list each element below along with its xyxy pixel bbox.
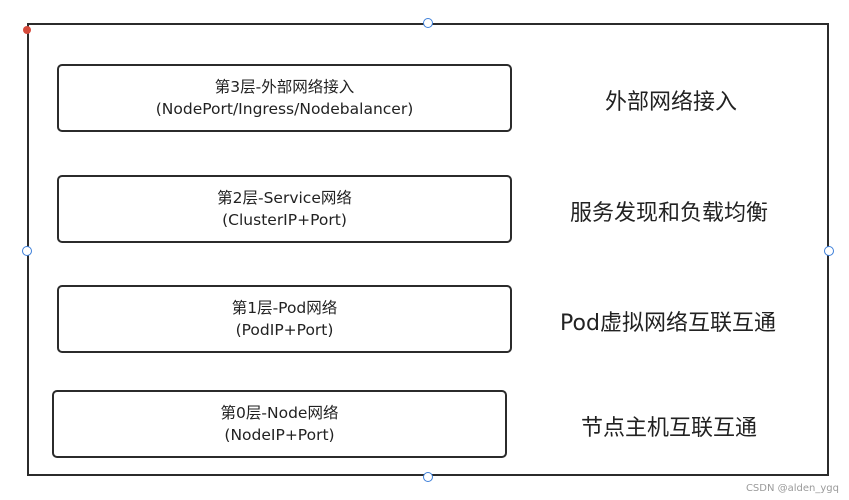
layer-2-title: 第2层-Service网络 [217, 189, 352, 207]
layer-1-box: 第1层-Pod网络 (PodIP+Port) [57, 285, 512, 353]
layer-3-box: 第3层-外部网络接入 (NodePort/Ingress/Nodebalance… [57, 64, 512, 132]
layer-1-description: Pod虚拟网络互联互通 [560, 311, 776, 336]
layer-3-title: 第3层-外部网络接入 [214, 78, 355, 96]
layer-3-description: 外部网络接入 [604, 90, 738, 115]
layer-0-description: 节点主机互联互通 [580, 416, 758, 441]
resize-handle-left[interactable] [22, 246, 32, 256]
resize-handle-top[interactable] [423, 18, 433, 28]
watermark: CSDN @alden_ygq [745, 483, 839, 494]
layer-0-box: 第0层-Node网络 (NodeIP+Port) [52, 390, 507, 458]
layer-2-description: 服务发现和负载均衡 [569, 201, 769, 226]
layer-2-box: 第2层-Service网络 (ClusterIP+Port) [57, 175, 512, 243]
resize-handle-bottom[interactable] [423, 472, 433, 482]
resize-handle-right[interactable] [824, 246, 834, 256]
layer-2-detail: (ClusterIP+Port) [222, 211, 347, 229]
layer-1-title: 第1层-Pod网络 [231, 299, 338, 317]
layer-3-detail: (NodePort/Ingress/Nodebalancer) [155, 100, 414, 118]
layer-0-title: 第0层-Node网络 [220, 404, 339, 422]
anchor-dot[interactable] [23, 26, 31, 34]
layer-0-detail: (NodeIP+Port) [224, 426, 335, 444]
layer-1-detail: (PodIP+Port) [235, 321, 334, 339]
